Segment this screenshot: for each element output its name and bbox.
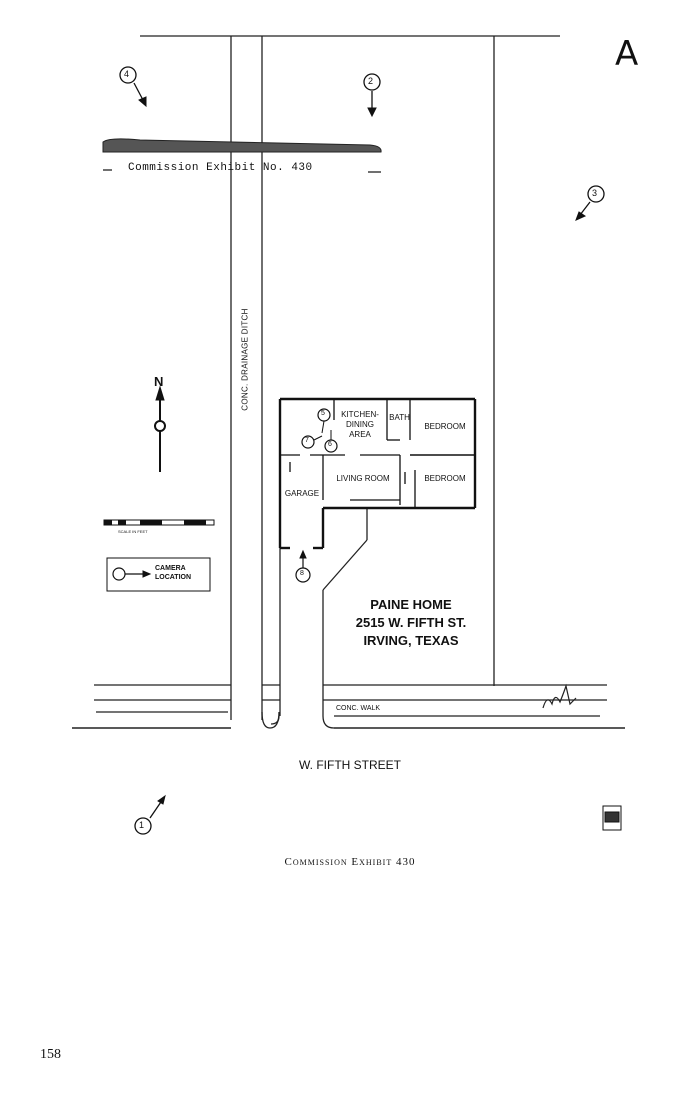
exhibit-tag: Commission Exhibit No. 430 bbox=[128, 162, 313, 174]
north-arrow bbox=[154, 385, 166, 472]
camera-number-8: 8 bbox=[300, 570, 304, 577]
camera-number-2: 2 bbox=[368, 76, 374, 86]
figure-caption: Commission Exhibit 430 bbox=[284, 856, 416, 868]
room-living: LIVING ROOM bbox=[336, 474, 390, 483]
legend-label: CAMERA LOCATION bbox=[155, 565, 192, 581]
address-city: IRVING, TEXAS bbox=[363, 633, 459, 648]
scale-bar bbox=[103, 519, 215, 526]
camera-number-6: 6 bbox=[328, 441, 332, 448]
signature-mark bbox=[542, 683, 577, 709]
address-name: PAINE HOME bbox=[370, 597, 452, 612]
exhibit-strip bbox=[102, 138, 382, 153]
room-garage: GARAGE bbox=[284, 489, 320, 498]
stamp-icon bbox=[602, 805, 622, 831]
room-bath: BATH bbox=[389, 413, 410, 422]
camera-marker-7 bbox=[301, 435, 315, 449]
camera-marker-3 bbox=[587, 185, 605, 203]
room-bedroom-1: BEDROOM bbox=[424, 422, 466, 431]
sheet-letter: A bbox=[615, 34, 639, 74]
camera-legend-box bbox=[106, 557, 211, 592]
camera-number-5: 5 bbox=[321, 410, 325, 417]
camera-number-7: 7 bbox=[305, 437, 309, 444]
street-label: W. FIFTH STREET bbox=[299, 758, 401, 772]
camera-marker-2 bbox=[363, 73, 381, 91]
camera-marker-4 bbox=[119, 66, 137, 84]
camera-number-1: 1 bbox=[139, 820, 145, 830]
room-bedroom-2: BEDROOM bbox=[424, 474, 466, 483]
room-kitchen: KITCHEN- DINING AREA bbox=[341, 410, 379, 439]
scale-label: SCALE IN FEET bbox=[118, 529, 148, 534]
camera-number-3: 3 bbox=[592, 188, 598, 198]
camera-marker-1 bbox=[134, 817, 152, 835]
walk-label: CONC. WALK bbox=[336, 705, 381, 712]
house-plan bbox=[278, 397, 477, 550]
ditch-label: CONC. DRAINAGE DITCH bbox=[240, 308, 250, 411]
camera-markers bbox=[119, 66, 605, 835]
north-label: N bbox=[154, 374, 164, 389]
address-street: 2515 W. FIFTH ST. bbox=[355, 615, 467, 630]
page-number: 158 bbox=[40, 1047, 61, 1062]
camera-number-4: 4 bbox=[124, 69, 130, 79]
